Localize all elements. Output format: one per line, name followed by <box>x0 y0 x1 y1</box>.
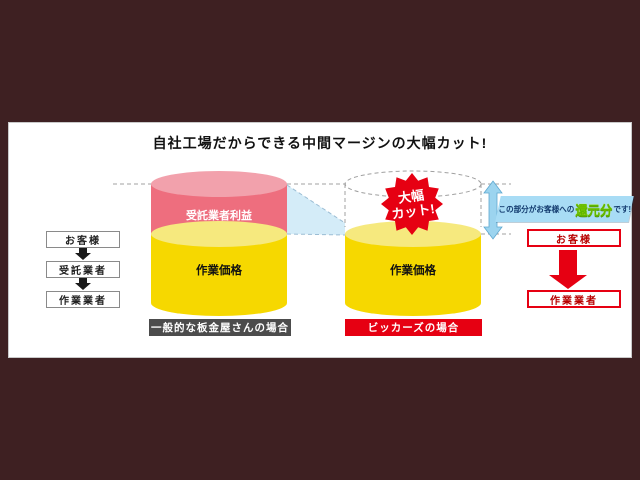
right-flow-box-customer: お客様 <box>527 229 621 247</box>
right-caption-bar: ビッカーズの場合 <box>345 319 482 336</box>
diagram-panel: 自社工場だからできる中間マージンの大幅カット! <box>8 122 634 358</box>
left-cylinder <box>151 171 287 316</box>
left-cylinder-price-label: 作業価格 <box>196 265 242 277</box>
down-arrow-icon <box>75 278 91 290</box>
left-flow-box-customer: お客様 <box>46 231 120 248</box>
refund-banner-suffix: です! <box>613 204 631 214</box>
refund-double-arrow-icon <box>483 180 503 240</box>
red-down-arrow-icon <box>549 250 587 289</box>
right-flow-box-worker: 作業業者 <box>527 290 621 308</box>
left-caption-bar: 一般的な板金屋さんの場合 <box>149 319 291 336</box>
diagram-shapes <box>75 170 587 316</box>
big-cut-badge-star <box>381 173 443 235</box>
refund-banner-prefix: この部分がお客様への <box>498 204 575 214</box>
refund-banner-text: この部分がお客様への 還元分 です! <box>498 200 631 219</box>
down-arrow-icon <box>75 248 91 260</box>
left-flow-arrows <box>75 248 91 290</box>
cut-wedge <box>286 184 346 236</box>
refund-banner: この部分がお客様への 還元分 です! <box>495 196 634 222</box>
page-title: 自社工場だからできる中間マージンの大幅カット! <box>152 135 488 151</box>
left-cylinder-margin-label: 受託業者利益 <box>186 210 252 222</box>
right-cylinder <box>345 221 481 316</box>
refund-banner-highlight: 還元分 <box>575 202 613 218</box>
left-flow-box-contractor: 受託業者 <box>46 261 120 278</box>
right-cylinder-price-label: 作業価格 <box>390 265 436 277</box>
left-flow-box-worker: 作業業者 <box>46 291 120 308</box>
